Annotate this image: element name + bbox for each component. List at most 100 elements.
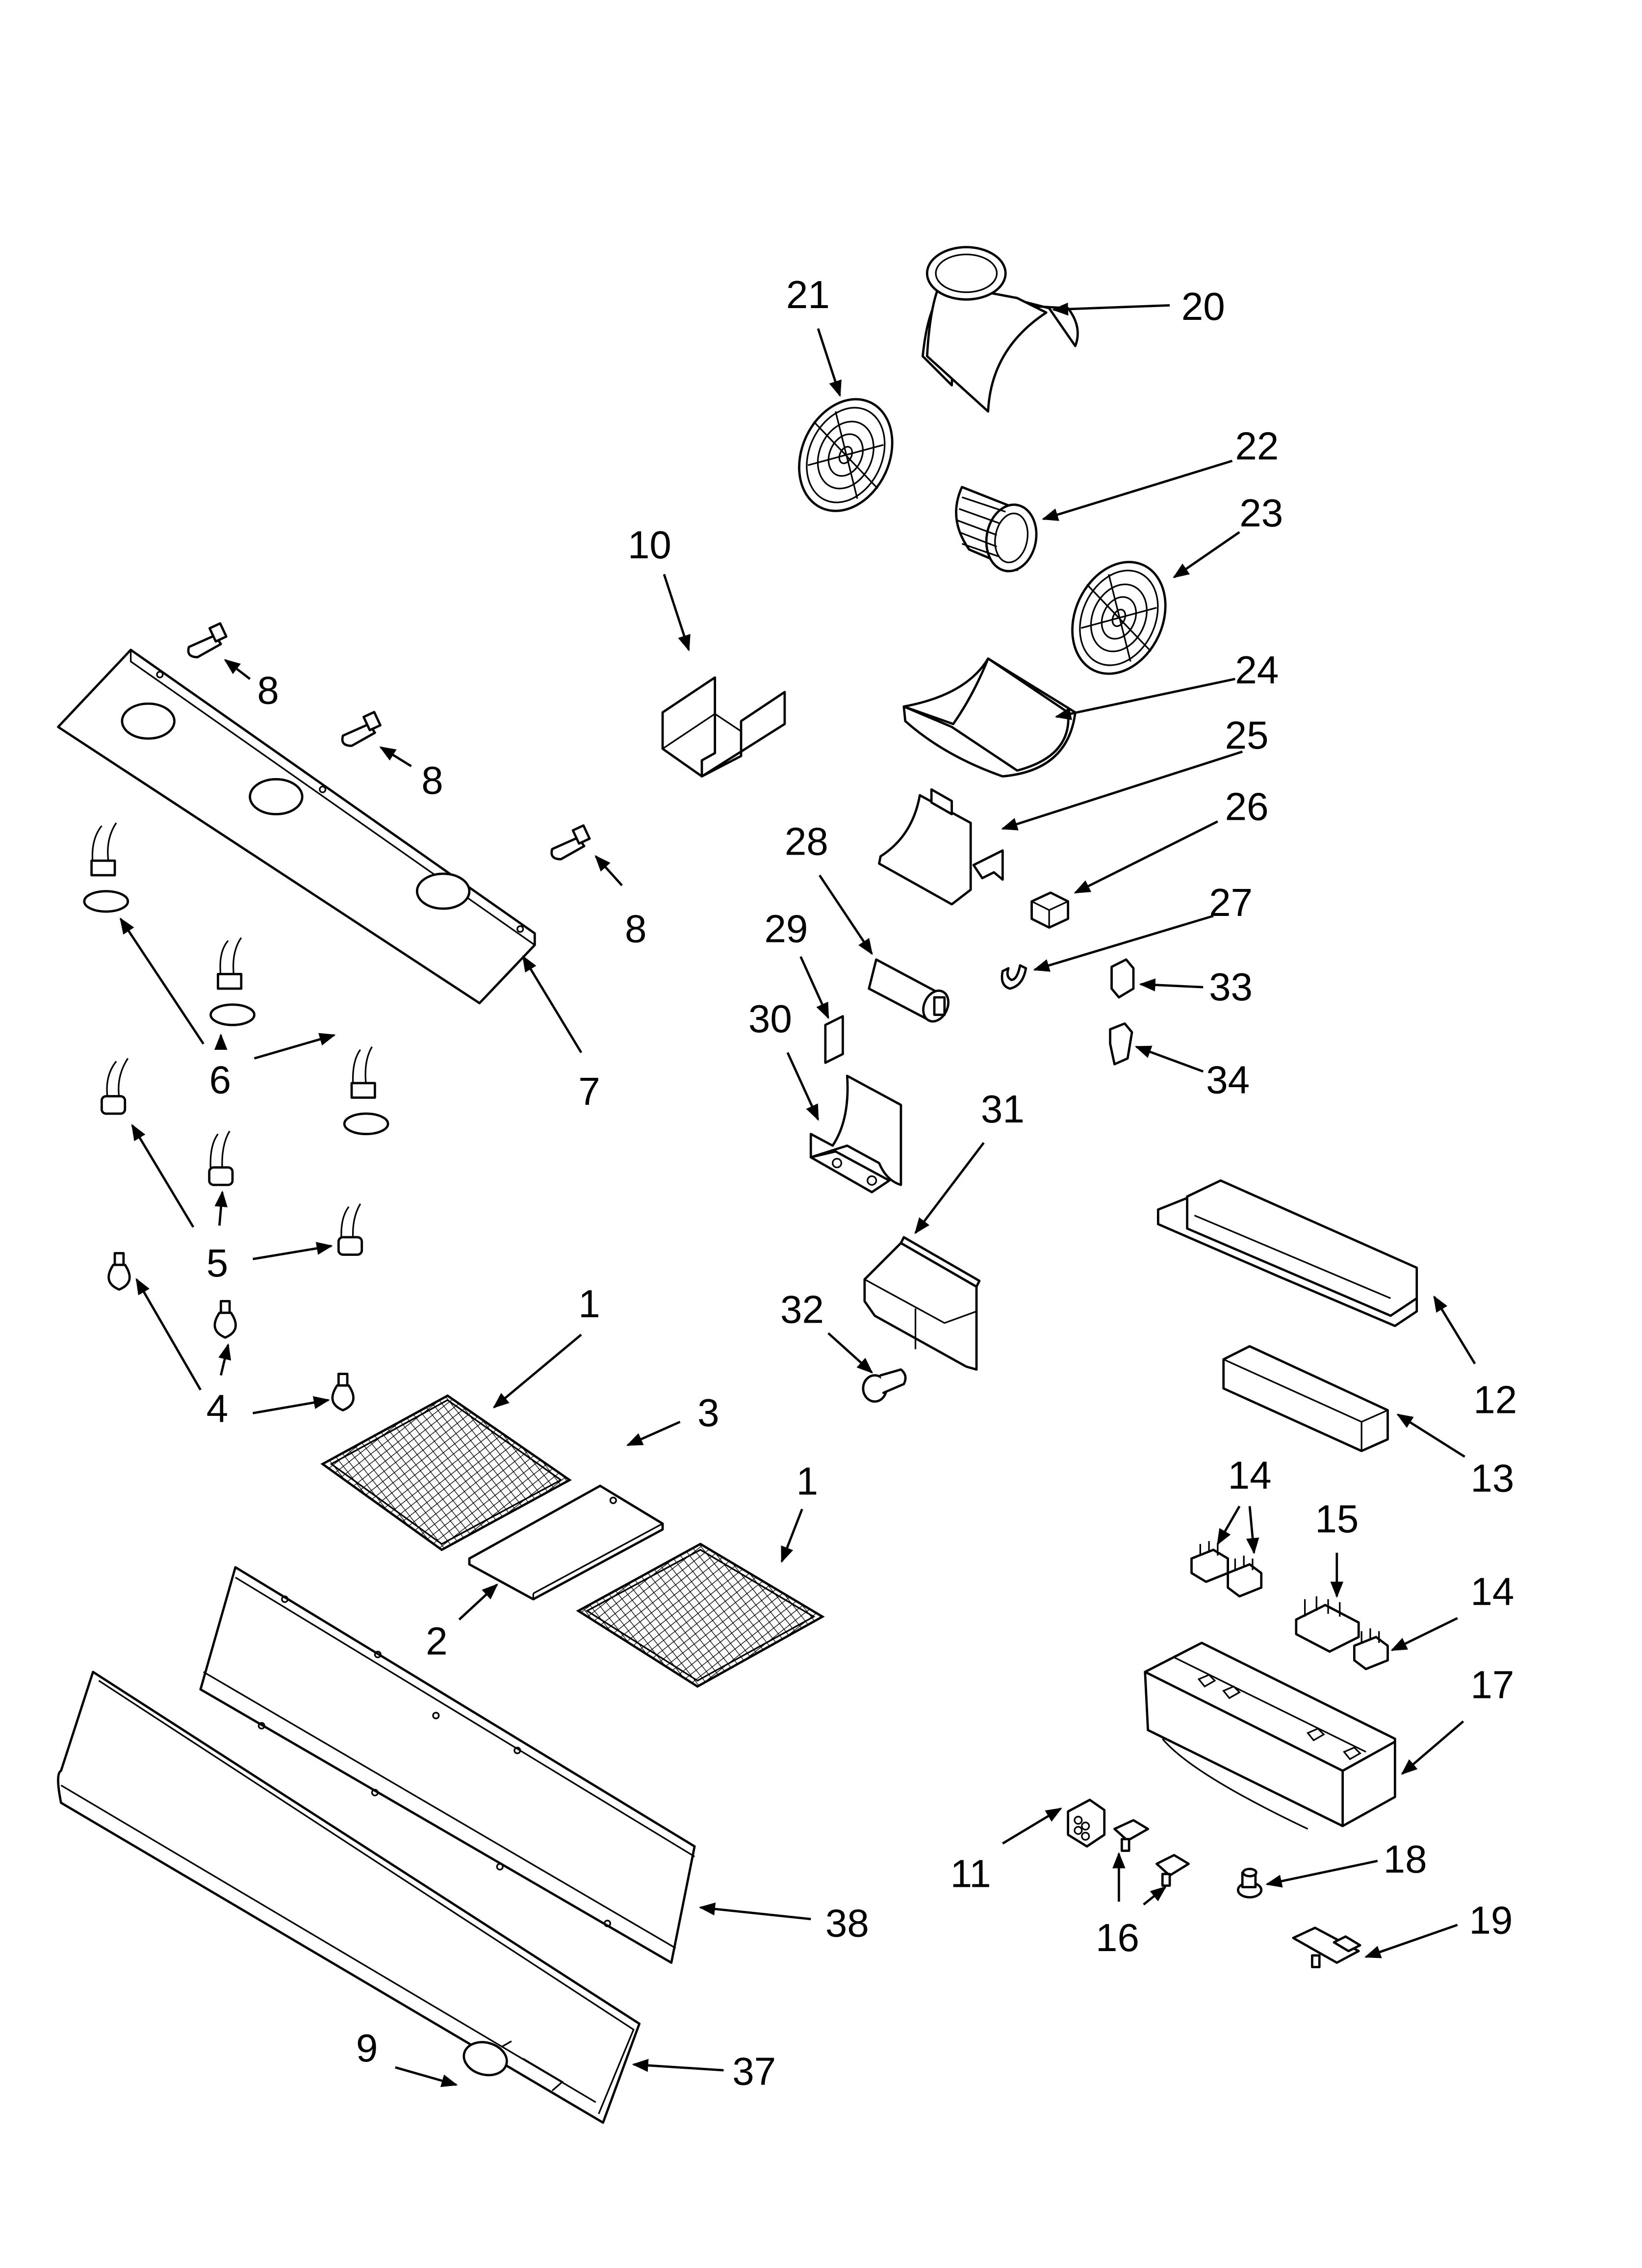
part-18-knob-button[interactable]: [1236, 1868, 1263, 1899]
callout-5: 5: [206, 1241, 228, 1285]
part-10-bracket[interactable]: [661, 676, 786, 778]
leader-38: [698, 1902, 811, 1921]
part-30-motor-bracket[interactable]: [809, 1074, 902, 1194]
leader-4b: [218, 1343, 231, 1376]
callout-labels: 20 21 22 23 24 25 26 27 33 34 10 28 29 3…: [206, 273, 1517, 2093]
part-12-control-housing[interactable]: [1157, 1179, 1418, 1328]
part-4-lamp-c[interactable]: [331, 1373, 355, 1411]
leader-5c: [253, 1242, 333, 1260]
leader-18: [1265, 1859, 1378, 1888]
callout-8b: 8: [421, 758, 443, 802]
part-6-socket-b[interactable]: [209, 937, 256, 1026]
callout-4: 4: [206, 1386, 228, 1430]
part-25-motor-mount-bracket[interactable]: [878, 788, 1004, 906]
leader-16b: [1143, 1886, 1167, 1905]
leader-12: [1433, 1295, 1476, 1364]
part-1-grease-filter-b[interactable]: [576, 1542, 825, 1688]
part-4-lamp-b[interactable]: [213, 1300, 237, 1339]
leader-31: [914, 1142, 985, 1234]
callout-24: 24: [1235, 648, 1279, 692]
callout-31: 31: [981, 1087, 1025, 1131]
part-34-connector-housing[interactable]: [1109, 1022, 1133, 1066]
part-32-hex-screw[interactable]: [862, 1368, 907, 1403]
part-38-filter-rail-panel[interactable]: [199, 1566, 696, 1964]
part-23-blower-side-plate-right[interactable]: [1055, 547, 1183, 689]
leader-8a: [224, 659, 251, 680]
part-19-slide-switch[interactable]: [1292, 1927, 1361, 1968]
part-24-blower-bottom-housing[interactable]: [902, 657, 1077, 778]
part-7-light-mounting-panel[interactable]: [57, 649, 536, 1005]
part-5-socket-a[interactable]: [101, 1058, 129, 1115]
part-27-clip-ring[interactable]: [1001, 964, 1027, 990]
part-4-lamp-a[interactable]: [107, 1252, 131, 1291]
part-28-capacitor[interactable]: [868, 958, 953, 1025]
part-16-clip-a[interactable]: [1113, 1819, 1150, 1852]
part-9-nameplate-badge[interactable]: [460, 2037, 564, 2091]
callout-7: 7: [578, 1069, 600, 1113]
leader-23: [1173, 531, 1240, 578]
callout-34: 34: [1206, 1058, 1250, 1102]
callout-25: 25: [1225, 713, 1269, 757]
part-21-blower-side-plate-left[interactable]: [782, 384, 910, 526]
part-6-socket-c[interactable]: [343, 1046, 389, 1135]
callout-8c: 8: [625, 907, 646, 950]
part-5-socket-c[interactable]: [337, 1203, 363, 1256]
callout-1b: 1: [796, 1459, 818, 1503]
part-17-switch-housing[interactable]: [1144, 1642, 1396, 1830]
part-8-screw-b[interactable]: [341, 711, 382, 747]
part-37-front-panel[interactable]: [57, 1670, 641, 2124]
part-5-socket-b[interactable]: [208, 1130, 234, 1186]
part-6-socket-a[interactable]: [83, 822, 129, 913]
part-11-connector-block[interactable]: [1067, 1799, 1106, 1848]
callout-14b: 14: [1470, 1570, 1514, 1614]
leader-5b: [214, 1190, 228, 1226]
part-20-blower-top-housing[interactable]: [922, 246, 1079, 413]
callout-21: 21: [786, 273, 830, 316]
leader-17: [1401, 1720, 1464, 1775]
callout-8a: 8: [257, 668, 279, 712]
leader-4a: [135, 1277, 202, 1391]
callout-33: 33: [1209, 965, 1253, 1009]
leader-26: [1074, 820, 1218, 894]
callout-15: 15: [1315, 1497, 1359, 1540]
leader-10: [663, 574, 691, 652]
part-13-insulator[interactable]: [1222, 1345, 1389, 1452]
part-8-screw-a[interactable]: [187, 622, 228, 658]
part-26-terminal-block[interactable]: [1030, 891, 1070, 929]
leader-2: [458, 1583, 498, 1621]
leader-1b: [780, 1509, 803, 1563]
callout-28: 28: [785, 820, 828, 863]
part-2-filter-divider-panel[interactable]: [468, 1485, 664, 1601]
leader-6c: [254, 1033, 336, 1060]
callout-17: 17: [1470, 1663, 1514, 1706]
leader-24: [1054, 678, 1235, 720]
part-22-blower-wheel[interactable]: [955, 486, 1042, 575]
part-1-grease-filter-a[interactable]: [320, 1394, 572, 1551]
callout-6: 6: [209, 1058, 231, 1102]
part-8-screw-c[interactable]: [550, 824, 591, 860]
callout-27: 27: [1209, 881, 1253, 924]
leader-14b: [1390, 1617, 1458, 1651]
leader-11: [1002, 1807, 1062, 1845]
leader-8c: [594, 855, 623, 886]
part-14-switch-c[interactable]: [1353, 1628, 1389, 1670]
callout-20: 20: [1181, 285, 1225, 328]
leader-20: [1052, 302, 1170, 316]
callout-37: 37: [732, 2050, 776, 2093]
callout-10: 10: [628, 523, 671, 567]
leader-3: [626, 1421, 681, 1446]
part-31-damper-bracket[interactable]: [863, 1236, 981, 1371]
leader-6a: [119, 917, 205, 1045]
part-15-multi-switch[interactable]: [1295, 1596, 1360, 1653]
leader-34: [1134, 1045, 1204, 1073]
leader-22: [1042, 460, 1233, 521]
leader-lines: [119, 302, 1476, 2087]
part-16-clip-b[interactable]: [1155, 1854, 1190, 1887]
leader-7: [522, 955, 583, 1053]
part-14-switch-a[interactable]: [1190, 1541, 1229, 1583]
callout-1a: 1: [578, 1282, 600, 1326]
part-29-spacer[interactable]: [824, 1015, 844, 1064]
part-33-connector[interactable]: [1110, 958, 1135, 999]
part-14-switch-b[interactable]: [1227, 1555, 1263, 1598]
